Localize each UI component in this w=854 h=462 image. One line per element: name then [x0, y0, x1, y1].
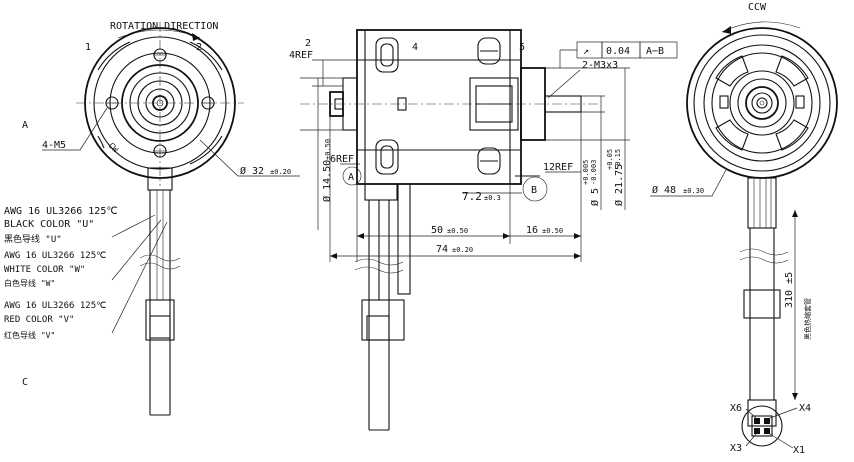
dia-14-5-tol: ±0.50 — [324, 139, 332, 160]
wire2-color: WHITE COLOR "W" — [4, 265, 85, 275]
dia-5-tol-dn: -0.003 — [590, 160, 598, 185]
side-view: 2 4 5 4REF Ø 14.50 ±0.50 6REF A 7.2 ±0.3… — [289, 29, 678, 431]
rear-outer-circle — [686, 27, 838, 179]
dia-32-label: Ø 32 — [240, 165, 264, 177]
pin-x6-label: X6 — [730, 403, 742, 414]
datum-a-label: A — [348, 172, 354, 183]
wire2-cn: 白色导线 "W" — [4, 278, 55, 288]
connector-face — [741, 405, 783, 447]
wire3-spec: AWG 16 UL3266 125℃ — [4, 301, 106, 311]
pin-x4-label: X4 — [799, 403, 811, 414]
sleeve-note: 黑色热缩套管 — [803, 298, 812, 340]
pin-x3-label: X3 — [730, 443, 742, 454]
len-50-label: 50 — [431, 225, 443, 236]
thread-callout: 2-M3x3 — [582, 60, 618, 71]
datum-b-circle — [522, 176, 548, 202]
dia-48-label: Ø 48 — [652, 184, 676, 196]
pin-x1-label: X1 — [793, 445, 805, 456]
dia-48-tol: ±0.30 — [683, 187, 704, 195]
wire-notes: AWG 16 UL3266 125℃ BLACK COLOR "U" 黑色导线 … — [4, 206, 168, 340]
wire1-spec: AWG 16 UL3266 125℃ — [4, 206, 118, 217]
dia-5-label: Ø 5 — [589, 188, 601, 206]
wire2-spec: AWG 16 UL3266 125℃ — [4, 251, 106, 261]
item-4-label: 4 — [412, 42, 418, 53]
datum-b-label: B — [531, 185, 537, 196]
front-view: ROTATION DIRECTION 1 2 A C — [22, 21, 300, 416]
wire1-color: BLACK COLOR "U" — [4, 219, 94, 230]
item-2-label: 2 — [305, 38, 311, 49]
dia-21-75-tol-dn: -0.15 — [614, 149, 622, 170]
len-16-label: 16 — [526, 225, 538, 236]
dia-14-5-label: Ø 14.50 — [321, 160, 333, 202]
position-1-label: 1 — [85, 42, 91, 53]
dia-21-75-tol-up: +0.05 — [606, 149, 614, 170]
wire3-color: RED COLOR "V" — [4, 315, 74, 325]
wire3-cn: 红色导线 "V" — [4, 330, 55, 340]
tol-frame-sym-cell — [576, 41, 603, 59]
tol-frame-symbol: ↗ — [583, 46, 589, 57]
ccw-arrow — [721, 21, 801, 33]
ref-12-label: 12REF — [543, 162, 573, 173]
rotation-direction-label: ROTATION DIRECTION — [110, 21, 218, 32]
len-74-label: 74 — [436, 244, 448, 255]
tol-frame-ref: A−B — [646, 46, 664, 57]
len-7-2-label: 7.2 — [462, 190, 482, 203]
zone-a-label: A — [22, 120, 28, 131]
len-16-tol: ±0.50 — [542, 227, 563, 235]
back-view: CCW Ø 48 ±0.30 — [650, 2, 838, 456]
wire1-cn: 黑色导线 "U" — [4, 233, 62, 245]
cable-length-label: 310 ±5 — [784, 272, 795, 308]
tol-frame-value: 0.04 — [606, 46, 630, 57]
rotation-mark: CW — [107, 141, 120, 154]
dia-32-tol: ±0.20 — [270, 168, 291, 176]
ref-6-label: 6REF — [330, 154, 354, 165]
len-74-tol: ±0.20 — [452, 246, 473, 254]
position-2-label: 2 — [196, 42, 202, 53]
ccw-label: CCW — [748, 2, 767, 13]
item-5-label: 5 — [519, 42, 525, 53]
len-7-2-tol: ±0.3 — [484, 194, 501, 202]
zone-c-label: C — [22, 377, 28, 388]
shaft — [544, 95, 582, 113]
dia-21-75-label: Ø 21.75 — [613, 164, 625, 206]
holes-callout: 4-M5 — [42, 140, 66, 151]
dia-5-tol-up: +0.005 — [582, 160, 590, 185]
len-50-tol: ±0.50 — [447, 227, 468, 235]
tol-frame-ref-cell — [639, 41, 678, 59]
datum-a-circle — [342, 166, 362, 186]
ref-4-label: 4REF — [289, 50, 313, 61]
